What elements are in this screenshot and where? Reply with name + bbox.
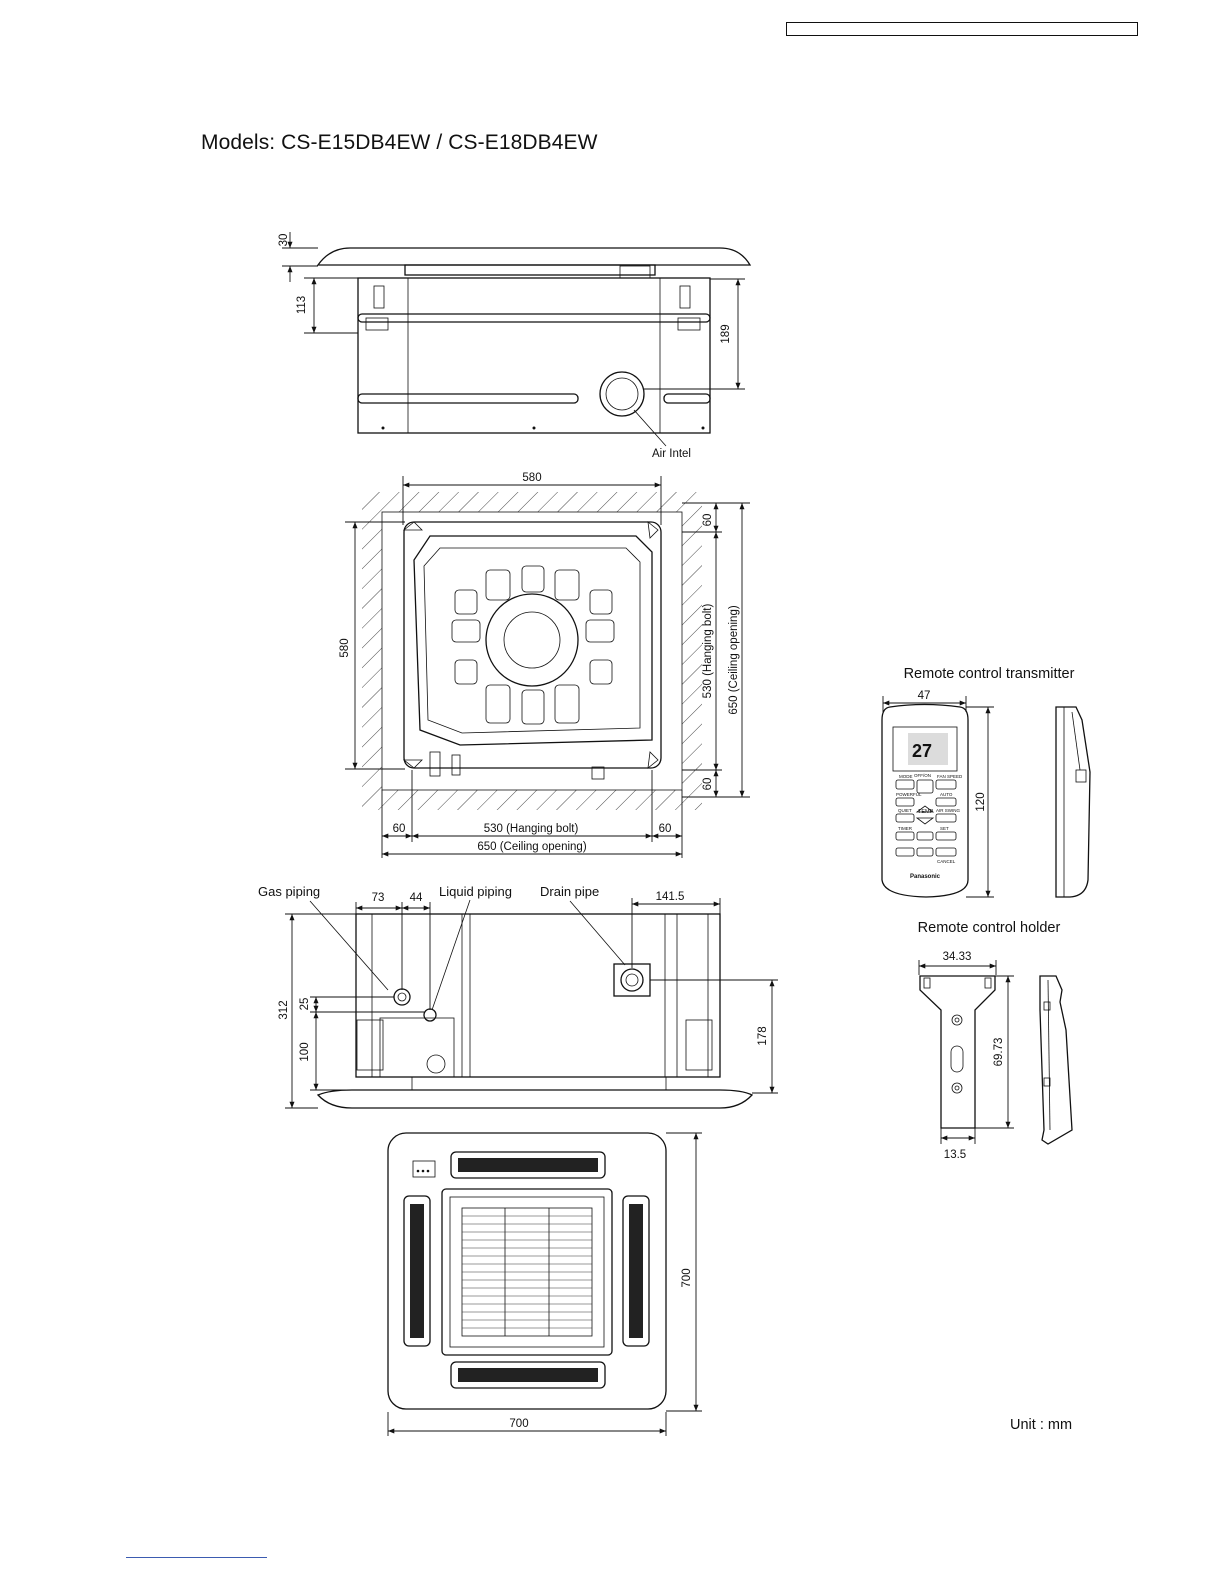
btn-quiet-label: QUIET [898, 808, 912, 813]
dim-34-33: 34.33 [943, 951, 972, 963]
btn-mode-label: MODE [899, 774, 913, 779]
dim-60-bottom: 60 [702, 778, 714, 791]
btn-offon-label: OFF/ON [914, 773, 931, 778]
dim-73: 73 [372, 892, 385, 904]
dim-60-top: 60 [702, 514, 714, 527]
dim-25: 25 [299, 998, 311, 1011]
dim-141-5: 141.5 [656, 891, 685, 903]
holder-title: Remote control holder [918, 920, 1061, 936]
header-box [786, 22, 1138, 36]
footer-rule [126, 1557, 267, 1558]
dim-178: 178 [757, 1026, 769, 1045]
dim-30: 30 [278, 234, 290, 247]
dim-700-width: 700 [509, 1418, 528, 1430]
btn-set-label: SET [940, 826, 949, 831]
dim-100: 100 [299, 1042, 311, 1061]
air-inlet-label: Air Intel [652, 448, 691, 460]
dim-530-hanging-v: 530 (Hanging bolt) [702, 604, 714, 699]
top-view: 580 580 60 530 (Hanging bolt) 60 650 (Ce… [339, 472, 750, 858]
gas-piping-label: Gas piping [258, 884, 320, 899]
panel-view: 700 700 [387, 1132, 702, 1436]
liquid-piping-label: Liquid piping [439, 884, 512, 899]
remote-control: Remote control transmitter 47 27 [881, 666, 1091, 898]
dim-650-ceiling-v: 650 (Ceiling opening) [728, 605, 740, 714]
btn-timer-label: TIMER [898, 826, 913, 831]
front-view: Gas piping Liquid piping Drain pipe 73 4… [258, 884, 778, 1109]
unit-label: Unit : mm [1010, 1417, 1072, 1433]
dim-650-ceiling-h: 650 (Ceiling opening) [477, 841, 586, 853]
dim-312: 312 [278, 1000, 290, 1019]
dim-580-height: 580 [339, 638, 351, 657]
remote-title: Remote control transmitter [904, 666, 1075, 682]
dim-60-right: 60 [659, 823, 672, 835]
dim-530-hanging-h: 530 (Hanging bolt) [484, 823, 579, 835]
btn-auto-label: AUTO [940, 792, 953, 797]
dim-189: 189 [720, 324, 732, 343]
dim-69-73: 69.73 [993, 1038, 1005, 1067]
btn-temp-label: TEMP [918, 809, 934, 815]
side-view: 30 113 189 Air Intel [278, 232, 752, 460]
page-title: Models: CS-E15DB4EW / CS-E18DB4EW [201, 131, 598, 154]
dim-113: 113 [296, 296, 308, 314]
remote-brand: Panasonic [910, 874, 941, 880]
dim-47: 47 [918, 690, 931, 702]
dim-700-height: 700 [681, 1268, 693, 1287]
dim-13-5: 13.5 [944, 1149, 966, 1161]
btn-airswing-label: AIR SWING [936, 808, 961, 813]
drain-pipe-label: Drain pipe [540, 884, 599, 899]
dim-580-width: 580 [522, 472, 541, 484]
btn-cancel-label: CANCEL [937, 859, 956, 864]
remote-holder: Remote control holder 34.33 69.73 13.5 [918, 920, 1073, 1161]
dim-44: 44 [410, 892, 423, 904]
btn-fanspeed-label: FAN SPEED [937, 774, 963, 779]
remote-display: 27 [912, 741, 932, 761]
btn-powerful-label: POWERFUL [896, 792, 922, 797]
dim-120: 120 [975, 792, 987, 811]
dim-60-left: 60 [393, 823, 406, 835]
